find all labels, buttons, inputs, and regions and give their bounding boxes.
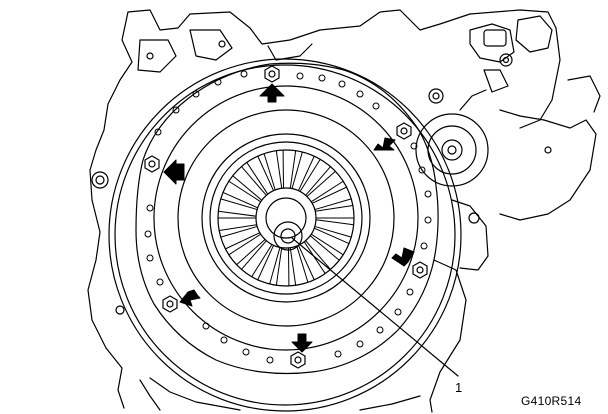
disc-finger [305,240,332,270]
disc-finger [275,150,283,189]
engine-block-outline [87,9,601,413]
disc-finger [309,235,340,261]
disc-finger [222,191,259,209]
disc-finger [218,224,258,232]
disc-finger [310,233,344,256]
disc-finger [275,247,283,286]
pressure-plate-cover [135,62,439,375]
clutch-disc [209,141,363,295]
callout-1-leader [291,237,459,377]
disc-finger [257,244,275,281]
callout-label-1: 1 [455,380,463,395]
disc-finger [291,151,303,190]
arrow-icon [179,289,201,307]
disc-finger [299,158,321,193]
arrow-icon [291,333,313,353]
disc-finger [236,238,266,266]
flywheel [108,58,462,412]
disc-finger [263,153,276,191]
disc-finger [269,246,281,285]
disc-finger [240,240,267,270]
disc-finger [246,161,269,195]
disc-finger [296,245,309,283]
arrow-icon [391,247,415,267]
hex-bolts [144,65,428,369]
arrow-icon [373,137,396,151]
engine-details [91,29,552,315]
disc-finger [232,175,263,201]
disc-finger [289,247,297,286]
disc-finger [228,233,262,256]
disc-finger [311,186,348,204]
disc-finger [305,166,332,196]
disc-finger [220,198,258,211]
arrows [163,83,415,353]
disc-finger [310,180,344,203]
disc-finger [228,180,262,203]
disc-finger [315,219,355,226]
disc-finger [314,198,352,211]
disc-finger [217,210,257,217]
disc-finger [313,227,350,245]
disc-finger [303,241,326,275]
figure-code: G410R514 [521,394,582,408]
disc-finger [314,225,352,238]
disc-finger [224,232,261,250]
disc-finger [314,204,354,212]
disc-finger [220,225,258,238]
disc-finger [297,244,315,281]
tensioner-pulley [415,113,489,187]
cover-holes [144,70,432,364]
disc-finger [306,170,336,198]
disc-finger [240,166,267,196]
disc-finger [289,150,297,189]
disc-finger [257,155,275,192]
disc-finger [251,243,273,278]
disc-finger [297,155,315,192]
arrow-icon [163,159,185,185]
arrow-icon [259,83,285,103]
